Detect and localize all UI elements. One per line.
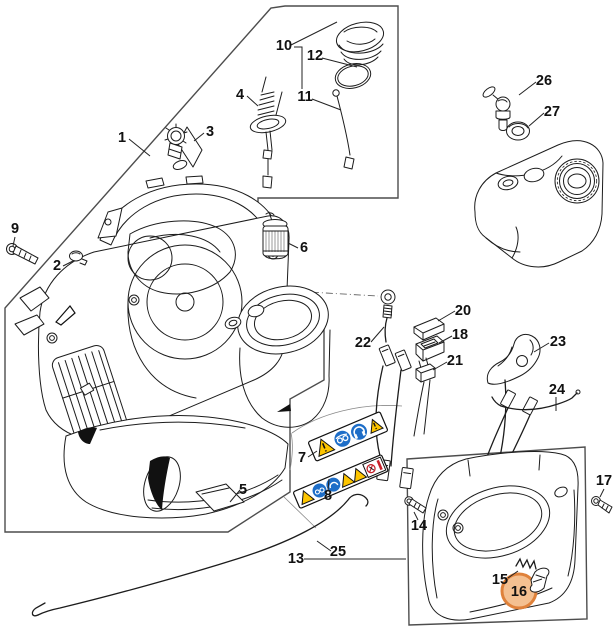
fuel-cap-10-drawing [335, 21, 385, 66]
part-label-12[interactable]: 12 [307, 48, 323, 64]
grommet-2-drawing [69, 250, 88, 266]
part-label-26[interactable]: 26 [536, 73, 552, 89]
safety-label-7 [308, 411, 388, 462]
part-label-25[interactable]: 25 [330, 544, 346, 560]
part-label-16[interactable]: 16 [511, 584, 527, 600]
part-label-11[interactable]: 11 [297, 89, 312, 105]
part-label-24[interactable]: 24 [549, 382, 565, 398]
o-ring-12-drawing [334, 63, 372, 89]
fuel-filter-6-drawing [262, 211, 289, 260]
handle-box-outline [406, 446, 588, 626]
leader-lines [12, 21, 605, 583]
screw-14-drawing [404, 496, 427, 514]
handle-housing-13-drawing [422, 451, 579, 621]
safety-label-8 [293, 454, 389, 509]
part-label-10[interactable]: 10 [276, 38, 292, 54]
part-label-18[interactable]: 18 [452, 327, 468, 343]
part-label-8[interactable]: 8 [324, 488, 332, 504]
screw-17-drawing [591, 496, 613, 514]
switch-cover-20-drawing [413, 317, 445, 341]
part-label-21[interactable]: 21 [447, 353, 463, 369]
throttle-trigger-23-drawing [480, 333, 541, 483]
wire-25-drawing [31, 493, 369, 617]
part-label-3[interactable]: 3 [206, 124, 214, 140]
part-label-13[interactable]: 13 [288, 551, 304, 567]
warning-triangle-icon [301, 489, 316, 506]
warning-triangle-icon [353, 467, 368, 483]
pickup-4-drawing [249, 76, 287, 189]
retainer-11-drawing [332, 89, 355, 170]
part-label-9[interactable]: 9 [11, 221, 19, 237]
part-label-5[interactable]: 5 [239, 482, 247, 498]
part-label-14[interactable]: 14 [411, 518, 427, 534]
valve-3-drawing [164, 123, 203, 170]
vent-valve-26-drawing [482, 86, 511, 131]
part-label-15[interactable]: 15 [492, 572, 508, 588]
part-label-22[interactable]: 22 [355, 335, 371, 351]
part-label-1[interactable]: 1 [118, 130, 126, 146]
part-label-20[interactable]: 20 [455, 303, 471, 319]
part-label-17[interactable]: 17 [596, 473, 612, 489]
part-label-4[interactable]: 4 [236, 87, 244, 103]
insert-arrow-icon [277, 404, 291, 412]
screw-9-drawing [6, 243, 39, 265]
main-panel-outline [4, 5, 399, 533]
seal-27-drawing [506, 121, 530, 141]
part-label-2[interactable]: 2 [53, 258, 61, 274]
connector-21-drawing [413, 357, 436, 437]
direction-arrow-icon [55, 305, 76, 326]
part-label-23[interactable]: 23 [550, 334, 566, 350]
throttle-rod-24-drawing [491, 389, 581, 411]
spring-15-drawing [515, 557, 537, 570]
part-label-27[interactable]: 27 [544, 104, 560, 120]
switch-18-drawing [415, 335, 445, 362]
fuel-tank-drawing [474, 140, 604, 268]
main-housing-drawing [14, 175, 331, 519]
part-label-7[interactable]: 7 [298, 450, 306, 466]
part-label-6[interactable]: 6 [300, 240, 308, 256]
warning-triangle-icon [342, 472, 356, 489]
